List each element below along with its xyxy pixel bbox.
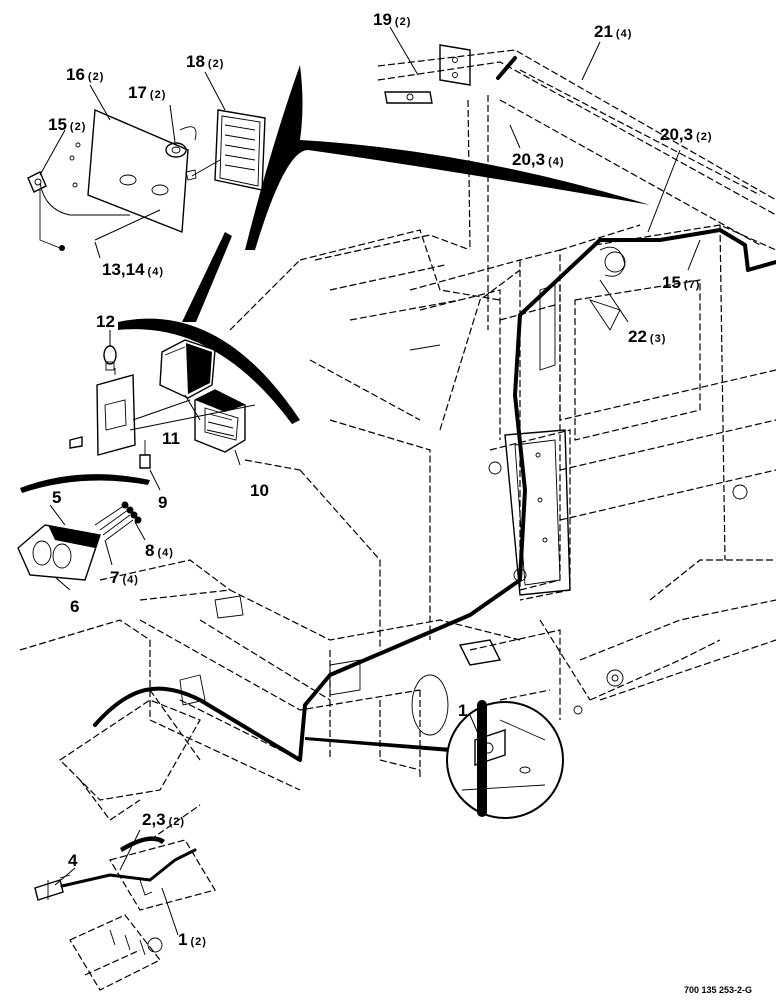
callout-2-3: 2,3(2) — [142, 810, 185, 829]
callout-9: 9 — [158, 493, 167, 512]
callout-5: 5 — [52, 488, 61, 507]
callout-21: 21(4) — [594, 22, 632, 41]
top-mounting-bracket — [384, 44, 471, 104]
warning-light-bracket — [96, 368, 256, 456]
terminal-pins — [94, 504, 134, 541]
lamp-screw — [139, 440, 151, 469]
callout-15-qty7: 15(7) — [662, 273, 700, 292]
detail-pointers — [20, 65, 650, 752]
wiring-harness — [93, 56, 776, 762]
callout-10: 10 — [250, 481, 269, 500]
connector-housing — [17, 524, 101, 581]
lamp-mounting-bracket — [27, 108, 189, 251]
clip — [69, 436, 83, 449]
callout-11: 11 — [162, 429, 180, 448]
lamp-housing — [194, 389, 246, 453]
callout-16: 16(2) — [66, 65, 104, 84]
callout-15-qty2: 15(2) — [48, 115, 86, 134]
callout-12: 12 — [96, 312, 115, 331]
callout-17: 17(2) — [128, 83, 166, 102]
baler-frame — [19, 49, 776, 821]
bulb — [103, 345, 117, 371]
leader-lines — [39, 26, 701, 936]
rear-plug — [34, 873, 152, 901]
tail-lamp-housing — [185, 109, 266, 191]
callout-8: 8(4) — [145, 541, 174, 560]
frame-brackets — [179, 246, 748, 736]
arc-bottom — [120, 836, 165, 852]
document-number: 700 135 253-2-G — [684, 985, 752, 995]
callout-4: 4 — [68, 851, 78, 870]
hitch-tongue — [69, 804, 216, 991]
callouts: 1 1(2) 2,3(2) 4 5 6 7(4) 8(4) 9 10 11 12… — [48, 10, 752, 995]
callout-1-qty2: 1(2) — [178, 930, 207, 949]
callout-7: 7(4) — [110, 568, 139, 587]
callout-6: 6 — [70, 597, 79, 616]
amber-lens — [159, 339, 216, 399]
callout-22: 22(3) — [628, 327, 666, 346]
inset-detail — [446, 700, 564, 819]
callout-1: 1 — [458, 701, 467, 720]
seals — [121, 501, 142, 524]
callout-20-3-qty2: 20,3(2) — [660, 125, 713, 144]
callout-13-14: 13,14(4) — [102, 260, 164, 279]
callout-18: 18(2) — [186, 52, 224, 71]
callout-19: 19(2) — [373, 10, 411, 29]
callout-20-3-qty4: 20,3(4) — [512, 150, 565, 169]
grommet — [165, 126, 197, 158]
